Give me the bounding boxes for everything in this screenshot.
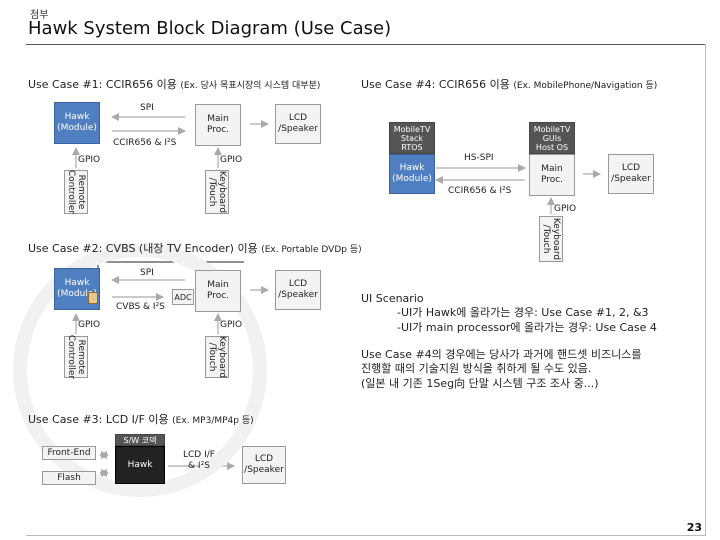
uc1-lcd-speaker: LCD /Speaker xyxy=(275,104,321,144)
cursor-hand-icon xyxy=(88,292,98,304)
uc4-hawk-module: Hawk (Module) xyxy=(389,154,435,194)
uc1-hawk-module: Hawk (Module) xyxy=(54,102,100,144)
uc2-keyboard-text: Keyboard /Touch xyxy=(207,335,227,379)
uc2-lcd-speaker: LCD /Speaker xyxy=(275,270,321,310)
content-frame xyxy=(26,44,706,536)
page-title: Hawk System Block Diagram (Use Case) xyxy=(28,18,392,39)
uc2-hawk-module: Hawk (Module) xyxy=(54,268,100,310)
uc1-main-proc: Main Proc. xyxy=(195,104,241,146)
uc3-example: (Ex. MP3/MP4p 등) xyxy=(172,416,254,426)
uc4-keyboard-touch: Keyboard /Touch xyxy=(539,216,563,262)
uc3-lcd-if-label: LCD I/F & I²S xyxy=(183,450,215,471)
uc4-hs-spi-label: HS-SPI xyxy=(464,153,494,163)
header-divider xyxy=(26,44,706,45)
uc3-hawk: Hawk xyxy=(115,446,165,484)
uc2-keyboard-touch: Keyboard /Touch xyxy=(205,336,229,378)
uc1-title-text: Use Case #1: CCIR656 이용 xyxy=(28,78,177,91)
scenario-title: UI Scenario xyxy=(361,292,424,305)
uc1-gpio-right: GPIO xyxy=(220,155,243,165)
uc3-sw-codec: S/W 코덱 xyxy=(115,434,165,446)
uc2-spi-label: SPI xyxy=(140,268,154,278)
uc1-ccir-label: CCIR656 & I²S xyxy=(113,138,177,148)
uc4-title-text: Use Case #4: CCIR656 이용 xyxy=(361,78,510,91)
uc3-lcd-speaker: LCD /Speaker xyxy=(242,446,286,484)
uc3-title-text: Use Case #3: LCD I/F 이용 xyxy=(28,413,169,426)
uc4-right-host-header: MobileTV GUIs Host OS xyxy=(529,122,575,154)
page-number: 23 xyxy=(686,521,702,534)
uc4-example: (Ex. MobilePhone/Navigation 등) xyxy=(513,81,658,91)
uc3-title: Use Case #3: LCD I/F 이용 (Ex. MP3/MP4p 등) xyxy=(28,411,254,427)
scenario-note-3: (일본 내 기존 1Seg向 단말 시스템 구조 조사 중...) xyxy=(361,377,599,390)
uc2-remote-text: Remote Controller xyxy=(66,334,86,380)
uc1-keyboard-touch: Keyboard /Touch xyxy=(205,170,229,214)
uc2-remote-controller: Remote Controller xyxy=(64,334,88,380)
uc1-gpio-left: GPIO xyxy=(78,155,101,165)
uc1-remote-controller: Remote Controller xyxy=(64,170,88,214)
uc2-main-proc: Main Proc. xyxy=(195,270,241,312)
uc4-ccir-label: CCIR656 & I²S xyxy=(448,186,512,196)
uc3-front-end: Front-End xyxy=(42,446,96,460)
uc1-keyboard-text: Keyboard /Touch xyxy=(207,170,227,214)
header-small-label: 첨부 xyxy=(30,10,49,21)
uc1-remote-text: Remote Controller xyxy=(66,169,86,215)
uc2-title-text: Use Case #2: CVBS (내장 TV Encoder) 이용 xyxy=(28,242,258,255)
scenario-note-1: Use Case #4의 경우에는 당사가 과거에 핸드셋 비즈니스를 xyxy=(361,348,642,361)
uc1-example: (Ex. 당사 목표시장의 시스템 대부분) xyxy=(180,81,321,91)
uc2-example: (Ex. Portable DVDp 등) xyxy=(261,245,362,255)
scenario-line-2: -UI가 main processor에 올라가는 경우: Use Case 4 xyxy=(397,321,657,334)
uc4-left-stack-header: MobileTV Stack RTOS xyxy=(389,122,435,154)
scenario-line-1: -UI가 Hawk에 올라가는 경우: Use Case #1, 2, &3 xyxy=(397,306,649,319)
uc2-gpio-right: GPIO xyxy=(220,320,243,330)
uc4-keyboard-text: Keyboard /Touch xyxy=(541,217,561,261)
scenario-note-2: 진행할 때의 기술지원 방식을 취하게 될 수도 있음. xyxy=(361,362,592,375)
uc1-spi-label: SPI xyxy=(140,103,154,113)
uc2-adc: ADC xyxy=(172,289,194,305)
uc4-title: Use Case #4: CCIR656 이용 (Ex. MobilePhone… xyxy=(361,76,657,92)
uc2-cvbs-label: CVBS & I²S xyxy=(116,302,165,312)
uc2-title: Use Case #2: CVBS (내장 TV Encoder) 이용 (Ex… xyxy=(28,240,362,256)
uc4-main-proc: Main Proc. xyxy=(529,154,575,196)
uc1-title: Use Case #1: CCIR656 이용 (Ex. 당사 목표시장의 시스… xyxy=(28,76,320,92)
uc3-flash: Flash xyxy=(42,471,96,485)
uc4-lcd-speaker: LCD /Speaker xyxy=(608,154,654,194)
uc4-gpio-label: GPIO xyxy=(554,204,577,214)
uc2-gpio-left: GPIO xyxy=(78,320,101,330)
